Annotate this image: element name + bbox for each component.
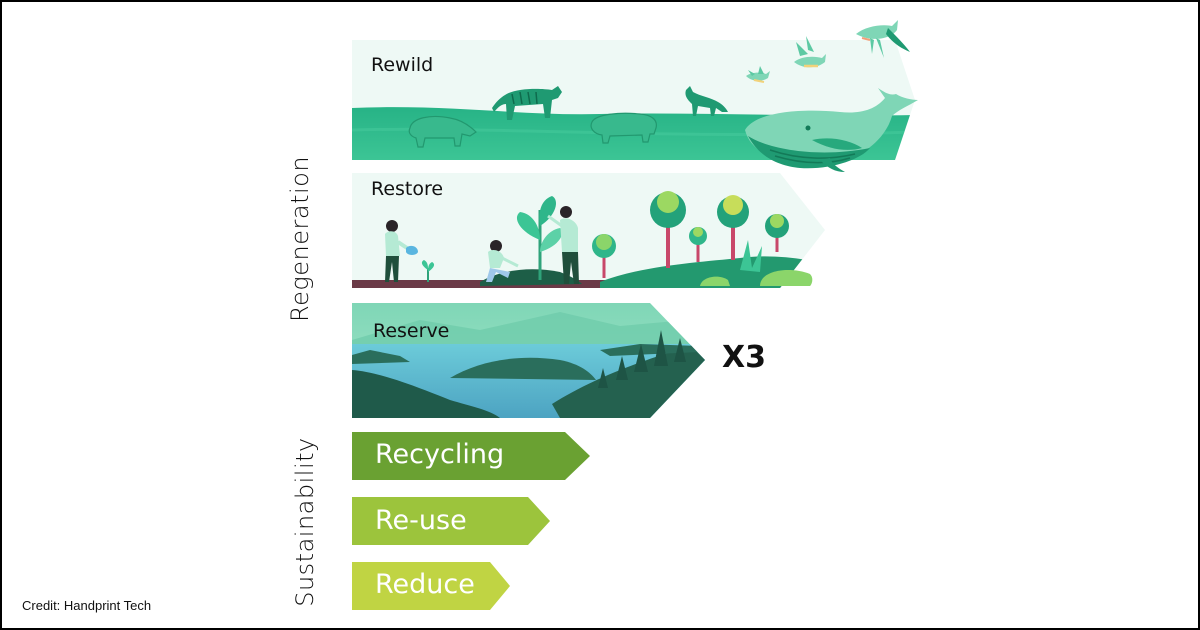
regeneration-group-label: Regeneration	[286, 155, 314, 322]
rewild-label: Rewild	[371, 54, 434, 76]
island-icon	[450, 357, 596, 380]
restore-soil	[352, 280, 825, 288]
restore-arrow	[352, 173, 825, 288]
hippo-icon	[590, 112, 657, 144]
bush-icon	[700, 240, 813, 286]
reuse-arrow	[352, 497, 550, 545]
rewild-arrow	[352, 20, 918, 172]
multiplier-label: X3	[722, 340, 767, 375]
person-watering-icon	[385, 220, 418, 282]
restore-label: Restore	[371, 178, 444, 200]
big-plant-icon	[516, 196, 563, 280]
rhino-icon	[408, 115, 477, 148]
person-standing-icon	[547, 206, 579, 284]
restore-arrow-bg	[352, 173, 825, 288]
fox-icon	[685, 86, 728, 116]
recycling-arrow	[352, 432, 590, 480]
whale-icon	[745, 88, 918, 172]
reduce-arrow	[352, 562, 510, 610]
tree-icon	[717, 195, 749, 260]
tiger-icon	[492, 86, 562, 120]
sapling-icon	[421, 260, 435, 282]
reduce-label: Reduce	[375, 569, 475, 600]
bird-icon	[856, 20, 910, 58]
tree-icon	[765, 214, 789, 252]
pine-trees-icon	[598, 330, 686, 388]
credit-text: Credit: Handprint Tech	[22, 598, 152, 613]
sustainability-group-label: Sustainability	[291, 437, 319, 607]
bird-icon	[746, 66, 770, 83]
recycling-label: Recycling	[375, 439, 505, 470]
tree-icon	[650, 191, 686, 268]
bird-icon	[794, 36, 826, 68]
tree-icon	[689, 227, 707, 262]
person-kneeling-icon	[486, 240, 519, 282]
tree-icon	[592, 234, 616, 278]
reserve-label: Reserve	[373, 320, 450, 342]
reuse-label: Re-use	[375, 505, 467, 536]
